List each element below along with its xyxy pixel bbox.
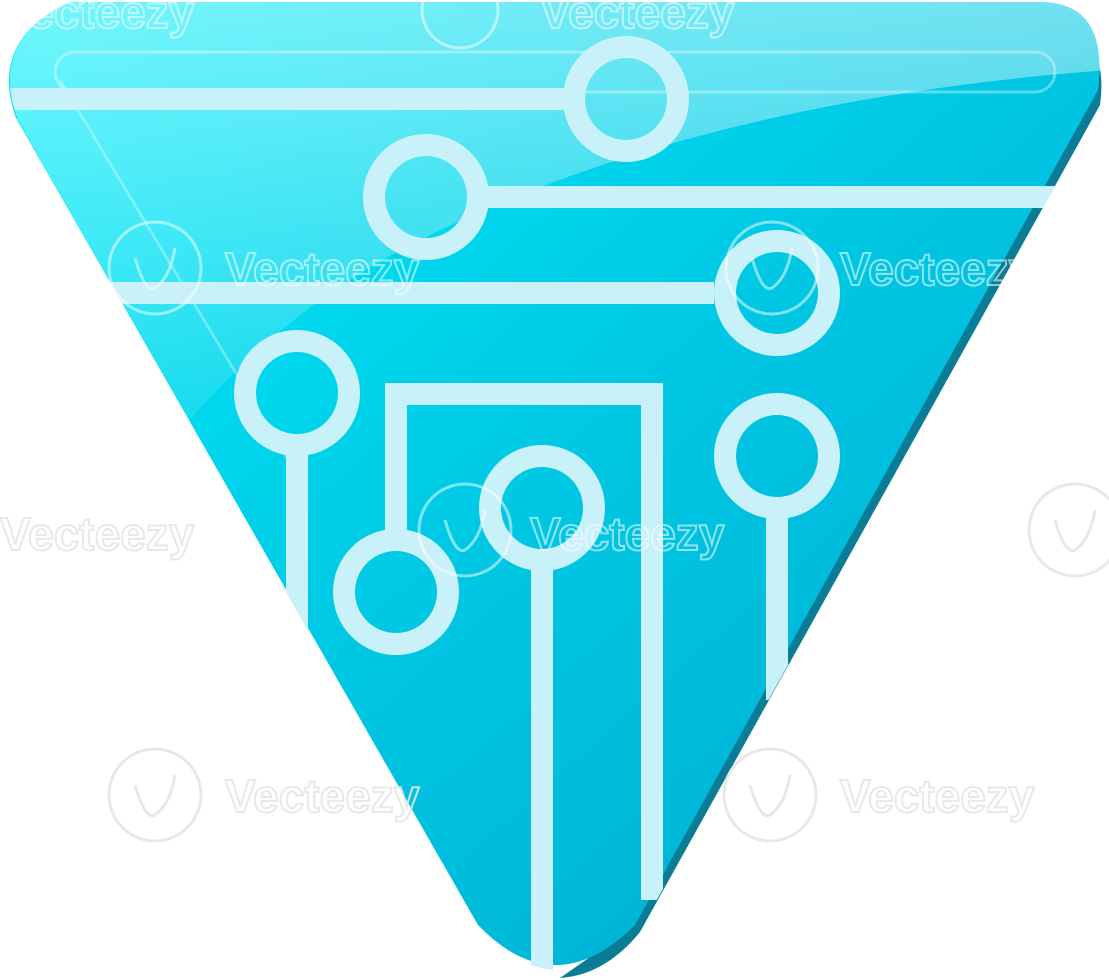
vecteezy-logo-icon <box>107 747 203 843</box>
watermark-layer: Vecteezy Vecteezy Vecteezy Vecteezy Vect… <box>0 0 1109 843</box>
node-circle-3 <box>714 230 840 356</box>
trace-bracket <box>385 383 663 900</box>
vecteezy-logo-icon <box>724 220 820 316</box>
vecteezy-logo-icon <box>417 482 513 578</box>
node-circle-1 <box>563 36 689 162</box>
node-circle-5 <box>714 393 840 519</box>
watermark-text: Vecteezy <box>530 508 725 560</box>
circuit-nodes <box>234 36 840 655</box>
watermark-text: Vecteezy <box>0 0 195 38</box>
gloss-highlight <box>9 2 1106 470</box>
watermark-text: Vecteezy <box>225 243 420 295</box>
watermark-text: Vecteezy <box>840 770 1035 822</box>
vecteezy-logo-icon <box>722 747 818 843</box>
watermark-text: Vecteezy <box>840 243 1035 295</box>
watermark-text: Vecteezy <box>540 0 735 38</box>
node-circle-7 <box>333 529 459 655</box>
watermark-text: Vecteezy <box>225 770 420 822</box>
vecteezy-logo-icon <box>107 220 203 316</box>
node-circle-4 <box>234 330 360 456</box>
circuit-traces <box>9 88 1060 970</box>
vecteezy-logo-icon <box>420 0 500 50</box>
node-circle-6 <box>479 445 605 571</box>
node-circle-2 <box>363 134 489 260</box>
vecteezy-logo-icon <box>1027 482 1109 578</box>
watermark-text: Vecteezy <box>0 508 195 560</box>
